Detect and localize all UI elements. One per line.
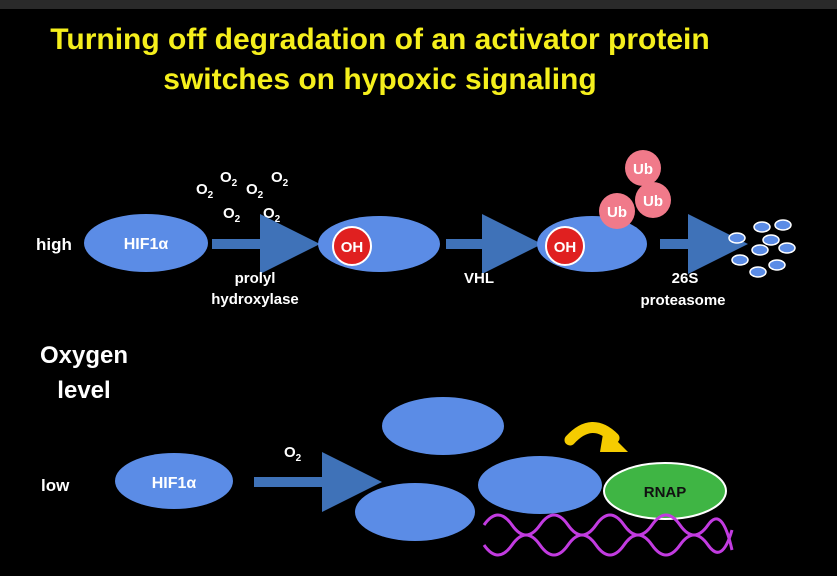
enzyme-label-line-2: hydroxylase [211,291,299,308]
hif1a-protein-low [115,453,233,509]
o2-molecule-low: O2 [284,444,302,464]
hif1a-protein-high [84,214,208,272]
dna-strand-1 [482,513,734,551]
vhl-label: VHL [464,270,494,287]
protein-lower [355,483,475,541]
high-oxygen-label: high [36,235,72,254]
ubiquitin-2 [599,193,635,229]
hydroxyl-group-2 [545,226,585,266]
degraded-fragments [728,219,796,278]
oxygen-level-label-line-1: Oxygen [40,342,128,369]
enzyme-label-line-1: prolyl [235,270,276,287]
hydroxyl-group-1 [332,226,372,266]
hif1a-label-high: HIF1α [124,236,169,253]
ubiquitin-1 [625,150,661,186]
o2-molecule: O2 [246,181,264,201]
o2-molecule: O2 [196,181,214,201]
o2-molecule: O2 [271,169,289,189]
ubiquitin-label-2: Ub [607,204,627,221]
hydroxyl-label-2: OH [554,239,577,256]
hydroxyl-label-1: OH [341,239,364,256]
top-bar [0,0,837,9]
rnap-label: RNAP [644,484,687,501]
dna-strand-2 [482,529,734,557]
ubiquitin-label-1: Ub [633,161,653,178]
proteasome-label-line-1: 26S [672,270,699,287]
oxygen-molecules-cluster: O2 O2 O2 O2 O2 O2 [196,169,289,225]
o2-molecule: O2 [223,205,241,225]
ubiquitin-3 [635,182,671,218]
slide-title-line-1: Turning off degradation of an activator … [50,23,710,56]
protein-bound-promoter [478,456,602,514]
slide-title-line-2: switches on hypoxic signaling [163,63,597,96]
proteasome-label-line-2: proteasome [640,292,725,309]
o2-molecule: O2 [263,205,281,225]
oxygen-level-label-line-2: level [57,377,110,404]
hif1a-label-low: HIF1α [152,475,197,492]
low-oxygen-label: low [41,476,70,495]
rnap-polymerase [603,462,727,520]
ubiquitin-label-3: Ub [643,193,663,210]
curved-arrow-head [600,428,628,452]
o2-molecule: O2 [220,169,238,189]
protein-upper [382,397,504,455]
